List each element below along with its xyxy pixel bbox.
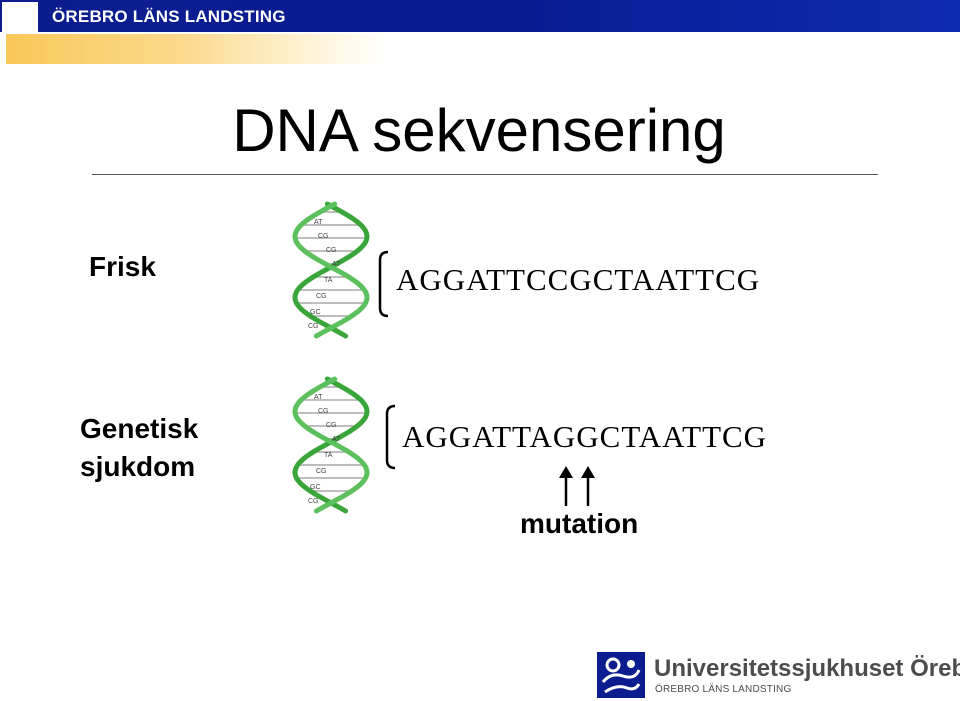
base-pair-label: TA <box>324 277 333 284</box>
sequence-bracket <box>385 404 396 470</box>
base-pair-label: AT <box>332 261 341 268</box>
label-healthy: Frisk <box>89 248 156 286</box>
label-disease: Genetisk sjukdom <box>80 410 198 486</box>
logo-name: Universitetssjukhuset Örebro <box>654 655 960 682</box>
base-pair-label: CG <box>316 468 327 475</box>
hospital-logo-icon <box>597 652 645 698</box>
label-disease-line-2: sjukdom <box>80 451 196 482</box>
base-pair-label: TA <box>324 452 333 459</box>
sequence-disease: AGGATTAGGCTAATTCG <box>402 419 768 454</box>
base-pair-label: CG <box>308 323 319 330</box>
base-pair-label: CG <box>326 247 337 254</box>
mutation-arrows-icon <box>559 466 595 506</box>
helix-strand <box>292 376 370 514</box>
base-pair-label: AT <box>314 394 323 401</box>
dna-helix-icon: AT CG CG AT TA CG GC CG <box>292 376 370 514</box>
sequence-healthy: AGGATTCCGCTAATTCG <box>396 262 761 297</box>
logo-subtitle: ÖREBRO LÄNS LANDSTING <box>655 684 792 695</box>
title-divider <box>92 174 878 175</box>
base-pair-label: CG <box>308 498 319 505</box>
base-pair-label: AT <box>332 436 341 443</box>
base-pair-label: CG <box>326 422 337 429</box>
header-corner-block <box>2 2 38 32</box>
slide-title: DNA sekvensering <box>232 97 726 164</box>
label-disease-line-1: Genetisk <box>80 413 199 444</box>
base-pair-label: CG <box>318 408 329 415</box>
base-pair-label: GC <box>310 309 321 316</box>
base-pair-label: CG <box>318 233 329 240</box>
base-pair-label: AT <box>314 219 323 226</box>
header-bar <box>0 0 960 32</box>
mutation-label: mutation <box>520 508 639 539</box>
helix-strand <box>292 201 370 339</box>
label-healthy-line: Frisk <box>89 251 156 282</box>
helix-strand <box>292 376 370 514</box>
base-pair-label: CG <box>316 293 327 300</box>
helix-strand <box>292 201 370 339</box>
accent-stripe <box>6 34 386 64</box>
organization-name: ÖREBRO LÄNS LANDSTING <box>52 7 286 26</box>
sequence-bracket <box>378 250 389 318</box>
dna-helix-icon: AT CG CG AT TA CG GC CG <box>292 201 370 339</box>
base-pair-label: GC <box>310 484 321 491</box>
